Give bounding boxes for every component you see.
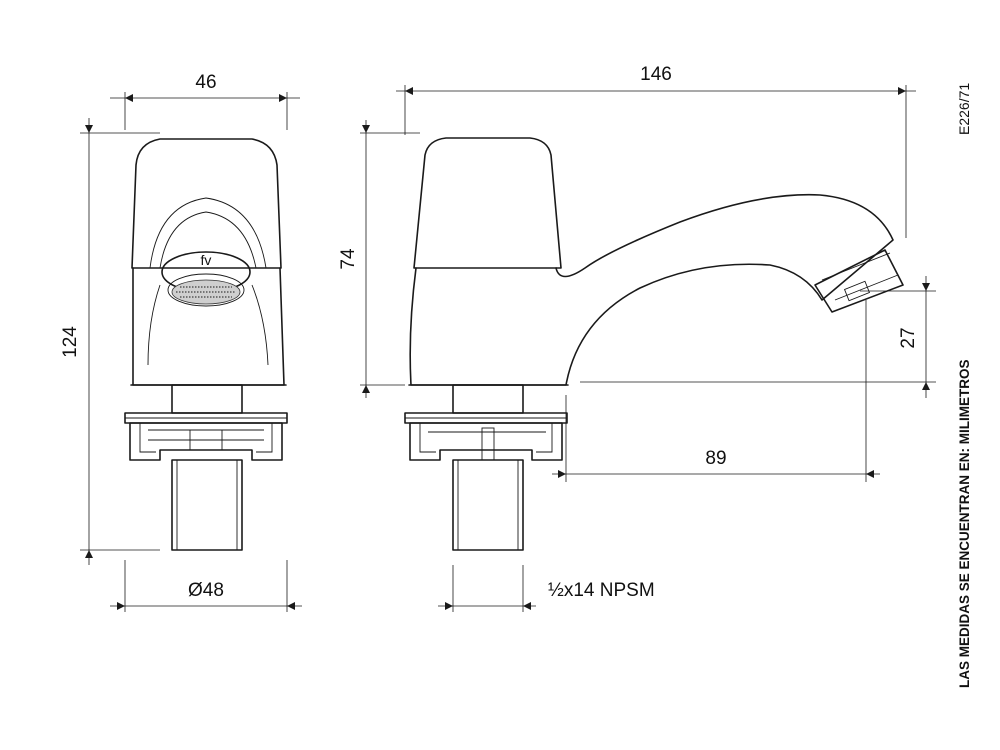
dim-label-89: 89 (705, 448, 726, 469)
dim-label-146: 146 (640, 64, 672, 85)
side-view (404, 137, 904, 551)
side-body-spout (409, 193, 894, 386)
dim-label-124: 124 (60, 326, 81, 358)
dim-74: 74 (338, 120, 420, 398)
front-handle (131, 138, 282, 269)
dim-label-27: 27 (898, 327, 919, 348)
dim-124: 124 (60, 118, 160, 565)
side-handle (413, 137, 562, 269)
units-note: LAS MEDIDAS SE ENCUENTRAN EN: MILIMETROS (957, 359, 972, 688)
dim-27: 27 (580, 276, 936, 398)
dim-label-74: 74 (338, 248, 359, 270)
front-nut (129, 422, 283, 461)
front-thread-pipe (171, 459, 243, 551)
side-shank-upper (452, 384, 524, 414)
dim-label-thread: ½x14 NPSM (548, 580, 655, 601)
dim-thread: ½x14 NPSM (438, 565, 655, 612)
dim-48: Ø48 (110, 560, 302, 612)
brand-logo: fv (201, 252, 212, 268)
front-shank-upper (171, 384, 243, 414)
side-nut (409, 422, 563, 461)
dim-label-46: 46 (195, 72, 216, 93)
dim-146: 146 (396, 64, 916, 238)
side-aerator (814, 249, 904, 313)
front-view: fv (124, 138, 288, 551)
dim-46: 46 (110, 72, 300, 130)
dim-label-48: Ø48 (188, 580, 224, 601)
dim-89: 89 (552, 300, 880, 482)
side-thread-pipe (452, 459, 524, 551)
drawing-code: E226/71 (956, 83, 972, 135)
